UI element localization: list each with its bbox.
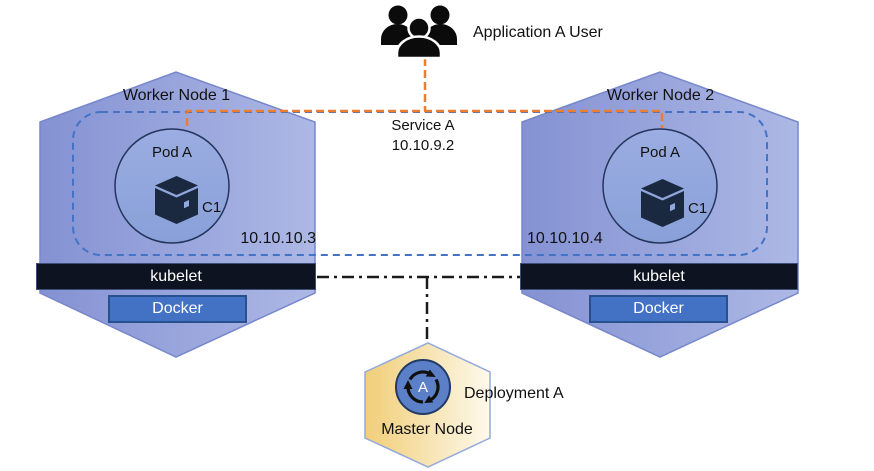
pod-a-label-worker1: Pod A — [151, 144, 193, 161]
worker-node-2-title: Worker Node 2 — [606, 87, 715, 104]
service-route-line — [185, 58, 664, 128]
service-block: Service A 10.10.9.2 — [348, 116, 498, 156]
kubelet-bar-worker1: kubelet — [36, 263, 316, 290]
deployment-cycle-icon — [395, 359, 451, 415]
container-c1-label-worker2: C1 — [688, 200, 708, 217]
container-c1-label-worker1: C1 — [202, 199, 222, 216]
container-icon-worker1 — [155, 176, 198, 224]
application-user-label: Application A User — [473, 24, 603, 41]
container-icon-worker2 — [641, 179, 684, 227]
worker-node-1-title: Worker Node 1 — [122, 87, 231, 104]
kubelet-label-worker1: kubelet — [150, 267, 202, 285]
docker-box-worker2: Docker — [589, 295, 728, 323]
service-name: Service A — [391, 117, 455, 134]
kubelet-bar-worker2: kubelet — [520, 263, 798, 290]
deployment-a-label: Deployment A — [464, 385, 564, 402]
kubelet-label-worker2: kubelet — [633, 267, 685, 285]
service-ip: 10.10.9.2 — [391, 137, 455, 154]
docker-label-worker2: Docker — [633, 300, 684, 317]
pod-ip-worker1: 10.10.10.3 — [240, 230, 316, 247]
master-node-title: Master Node — [381, 421, 473, 438]
deployment-badge: A — [417, 378, 428, 396]
pod-a-label-worker2: Pod A — [639, 144, 681, 161]
control-plane-line — [317, 275, 520, 341]
pod-ip-worker2: 10.10.10.4 — [527, 230, 603, 247]
docker-label-worker1: Docker — [152, 300, 203, 317]
users-icon — [381, 5, 457, 60]
docker-box-worker1: Docker — [108, 295, 247, 323]
